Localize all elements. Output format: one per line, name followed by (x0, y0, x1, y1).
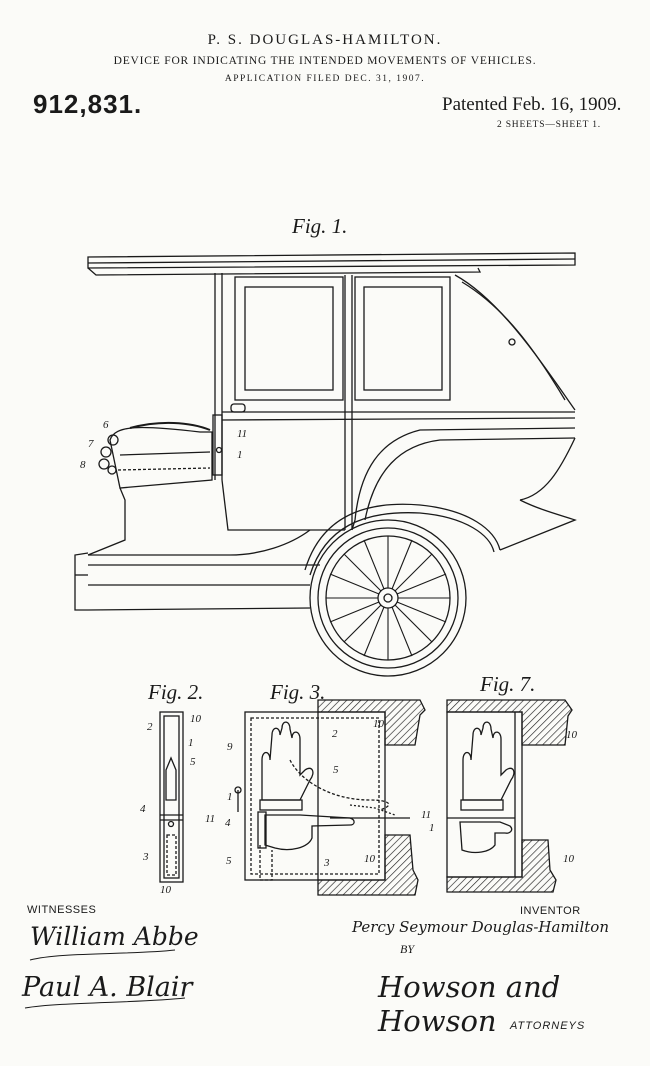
fig1-ref-11: 11 (237, 428, 247, 440)
fig7-ref-10b: 10 (563, 853, 575, 865)
fig2-ref-4: 4 (140, 803, 146, 815)
fig2-indicator-box (160, 712, 183, 882)
fig2-ref-10: 10 (190, 713, 202, 725)
fig2-ref-3: 3 (142, 851, 149, 863)
fig2-ref-2: 2 (147, 721, 153, 733)
fig3-ref-5b: 5 (226, 855, 232, 867)
fig3-ref-10: 10 (373, 718, 385, 730)
witness1-signature: William Abbe (30, 922, 199, 951)
witnesses-label: WITNESSES (27, 904, 96, 916)
fig1-ref-8: 8 (80, 459, 86, 471)
fig3-ref-3: 3 (323, 857, 330, 869)
fig1-ref-6: 6 (103, 419, 109, 431)
fig3-ref-9: 9 (227, 741, 233, 753)
fig1-ref-7: 7 (88, 438, 94, 450)
fig1-ref-1: 1 (237, 449, 243, 461)
inventor-label: INVENTOR (520, 905, 581, 917)
fig3-section (235, 700, 425, 895)
fig7-ref-11: 11 (421, 809, 431, 821)
fig2-ref-10b: 10 (160, 884, 172, 896)
fig3-ref-2: 2 (332, 728, 338, 740)
fig1-wheel-spokes (326, 536, 450, 660)
fig3-ref-10b: 10 (364, 853, 376, 865)
fig3-ref-4: 4 (225, 817, 231, 829)
attorneys-label: ATTORNEYS (510, 1020, 585, 1032)
fig2-ref-1: 1 (188, 737, 194, 749)
fig7-ref-10: 10 (566, 729, 578, 741)
witness2-signature: Paul A. Blair (22, 972, 192, 1003)
fig7-ref-1: 1 (429, 822, 435, 834)
fig3-ref-1: 1 (227, 791, 233, 803)
fig7-section (447, 700, 572, 892)
fig2-ref-5: 5 (190, 756, 196, 768)
inventor-signature: Percy Seymour Douglas-Hamilton (352, 918, 609, 936)
fig1-vehicle (75, 253, 575, 676)
fig3-ref-11: 11 (205, 813, 215, 825)
by-label: BY (400, 942, 414, 957)
fig3-ref-5: 5 (333, 764, 339, 776)
